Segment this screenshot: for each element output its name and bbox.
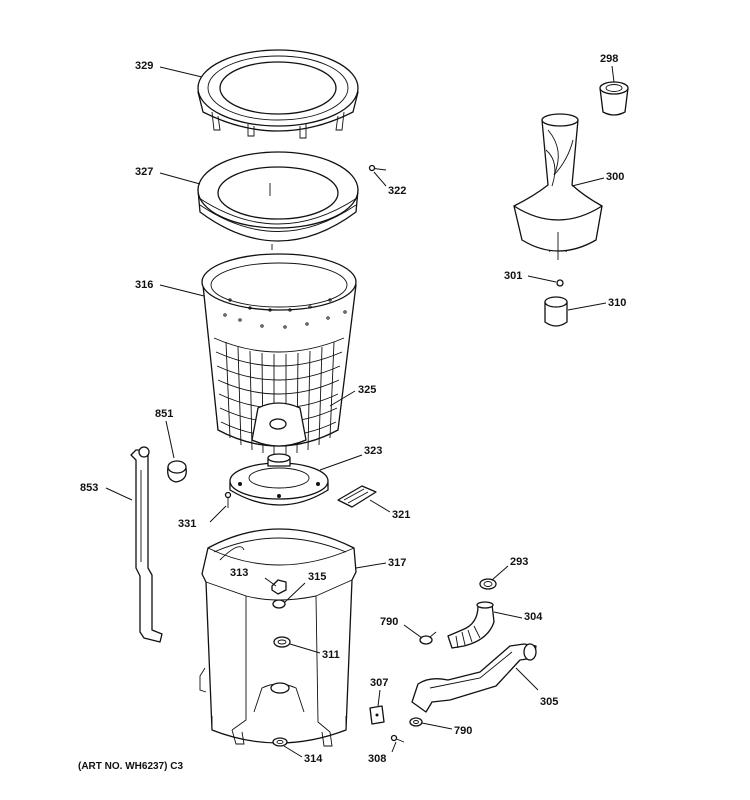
screw-322	[368, 164, 387, 172]
callout-304: 304	[524, 611, 543, 623]
balance-ring-327	[197, 151, 359, 250]
callout-325: 325	[358, 384, 376, 396]
callout-298: 298	[600, 53, 618, 65]
hose-304	[447, 601, 495, 649]
washer-314	[272, 737, 288, 747]
callout-316: 316	[135, 279, 153, 291]
coupling-310	[544, 296, 568, 327]
rod-853	[130, 446, 163, 643]
callout-314: 314	[304, 753, 323, 765]
screw-331	[224, 491, 232, 508]
clamp-293	[479, 578, 497, 590]
callout-313: 313	[230, 567, 248, 579]
agitator-cap-298	[599, 81, 629, 116]
drain-hose-305	[411, 643, 537, 713]
screw-308	[390, 734, 405, 743]
callout-307: 307	[370, 677, 388, 689]
callout-323: 323	[364, 445, 382, 457]
callout-853: 853	[80, 482, 98, 494]
callout-311: 311	[322, 649, 340, 661]
callout-315: 315	[308, 571, 326, 583]
callout-321: 321	[392, 509, 410, 521]
cap-851	[167, 460, 187, 483]
wash-basket-316	[201, 253, 357, 454]
tub-cover-329	[197, 49, 359, 139]
hub-plate-323	[229, 453, 329, 506]
outer-tub-317	[199, 528, 357, 747]
callout-labels: 329 327 322 316 325 298 300 301 310 851 …	[80, 53, 626, 765]
clamp-790-upper	[419, 631, 437, 645]
callout-322: 322	[388, 185, 406, 197]
clamp-790-lower	[409, 717, 423, 727]
art-number-caption: (ART NO. WH6237) C3	[78, 761, 183, 772]
callout-310: 310	[608, 297, 626, 309]
leader-lines	[105, 65, 615, 758]
filter-321	[337, 485, 377, 508]
callout-308: 308	[368, 753, 386, 765]
callout-293: 293	[510, 556, 528, 568]
callout-790-lower: 790	[454, 725, 472, 737]
callout-305: 305	[540, 696, 558, 708]
callout-317: 317	[388, 557, 406, 569]
callout-301: 301	[504, 270, 522, 282]
agitator-300	[513, 113, 603, 260]
callout-300: 300	[606, 171, 624, 183]
callout-331: 331	[178, 518, 196, 530]
screw-301	[556, 279, 564, 287]
bracket-307	[369, 705, 385, 725]
callout-851: 851	[155, 408, 173, 420]
callout-327: 327	[135, 166, 153, 178]
callout-329: 329	[135, 60, 153, 72]
callout-790-upper: 790	[380, 616, 398, 628]
